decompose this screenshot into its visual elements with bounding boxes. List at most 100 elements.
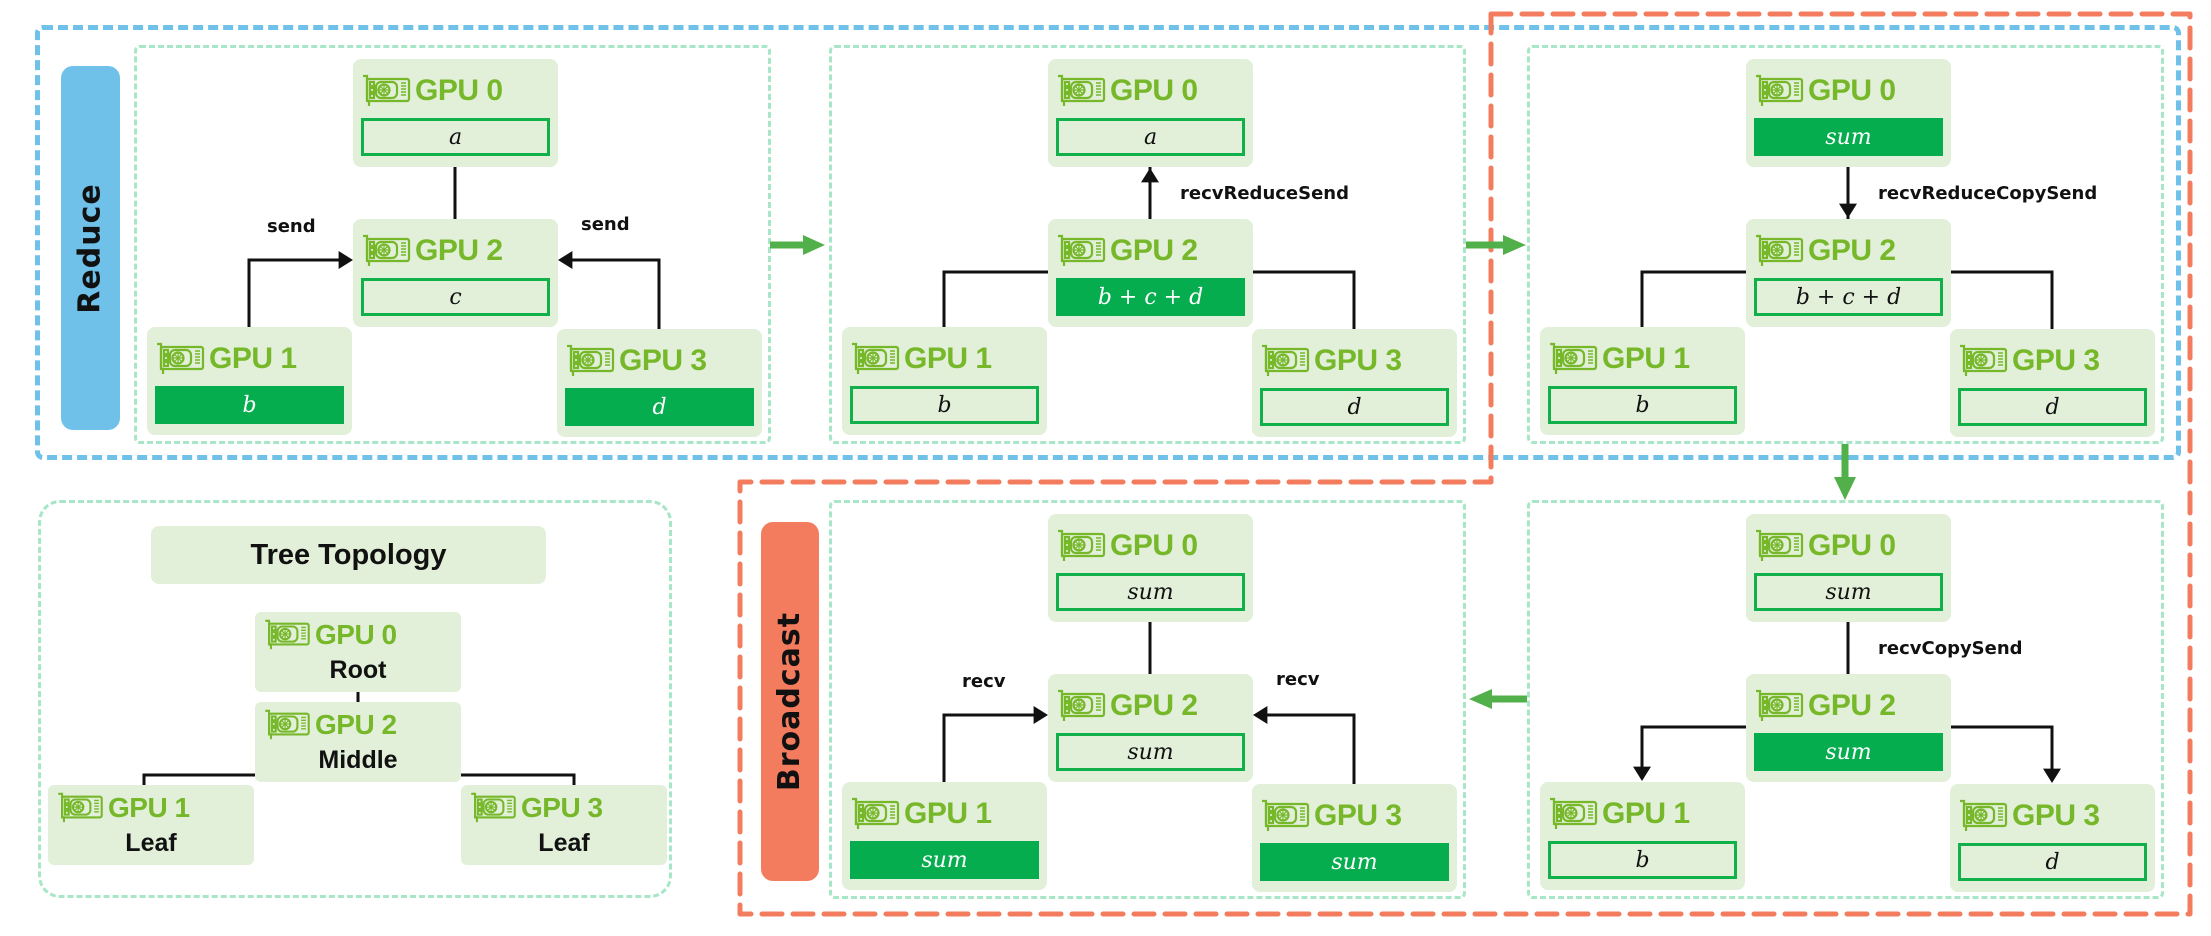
gpu-name: GPU 1 [1602,797,1690,830]
link-gpu3-gpu2 [1951,270,2054,329]
node-role: Root [329,656,387,684]
link-gpu1-gpu2 [942,270,1048,327]
buffer-value: b [155,386,344,424]
arrowhead [1839,203,1857,218]
gpu-header: GPU 0 [1056,71,1198,111]
buffer-value: sum [1056,733,1245,771]
gpu-node: GPU 2 c [353,219,558,327]
arrowhead [1141,168,1159,183]
gpu-header: GPU 1 [56,789,190,827]
gpu-name: GPU 1 [904,342,992,375]
buffer-value: d [565,388,754,426]
gpu-node: GPU 2 sum [1746,674,1951,782]
link-gpu3-gpu2 [1256,713,1356,784]
op-label-right: recv [1276,669,1320,690]
panel-reduce-step-3: GPU 0 sum GPU 2 b + c + d GPU 1 b GPU 3 … [1527,45,2164,444]
node-role: Leaf [125,829,177,857]
gpu-name: GPU 1 [1602,342,1690,375]
buffer-value: sum [850,841,1039,879]
gpu-node: GPU 1 b [1540,327,1745,435]
panel-links [1640,167,2054,329]
buffer-value: sum [1754,733,1943,771]
gpu-header: GPU 3 [1260,341,1402,381]
link-gpu1-gpu2 [247,258,350,327]
buffer-value: b [850,386,1039,424]
gpu-header: GPU 0 [1754,71,1896,111]
link-gpu1-gpu2 [1640,725,1746,779]
gpu-name: GPU 1 [108,792,190,823]
buffer-value: b + c + d [1754,278,1943,316]
gpu-name: GPU 2 [1808,234,1896,267]
gpu-name: GPU 3 [1314,344,1402,377]
gpu-card-icon [56,791,104,825]
gpu-header: GPU 0 [1754,526,1896,566]
panel-links [247,167,661,329]
gpu-header: GPU 2 [1754,686,1896,726]
op-label-left: send [267,216,316,237]
buffer-value: b + c + d [1056,278,1245,316]
gpu-node: GPU 0 a [1048,59,1253,167]
gpu-header: GPU 0 [361,71,503,111]
buffer-value: sum [1754,118,1943,156]
node-role: Middle [318,746,398,774]
gpu-node: GPU 2 b + c + d [1746,219,1951,327]
gpu-card-icon [469,791,517,825]
gpu-card-icon [263,618,311,652]
gpu-name: GPU 2 [315,709,397,740]
gpu-node: GPU 0 sum [1746,514,1951,622]
gpu-name: GPU 0 [1110,74,1198,107]
gpu-name: GPU 1 [904,797,992,830]
buffer-value: c [361,278,550,316]
gpu-node: GPU 1 b [842,327,1047,435]
reduce-phase-frame [35,25,2181,460]
tree-topology-title: Tree Topology [151,526,546,584]
gpu-header: GPU 3 [1958,796,2100,836]
flow-arrow-right-2 [1466,235,1526,255]
panel-broadcast-step-1: undefined GPU 0 sum GPU 2 sum GPU 1 b GP… [1527,500,2164,899]
gpu-name: GPU 3 [2012,799,2100,832]
op-label-down: recvReduceCopySend [1878,183,2098,204]
panel-links [942,167,1356,329]
buffer-value: d [1958,843,2147,881]
op-label-left: recv [962,671,1006,692]
gpu-name: GPU 0 [1808,529,1896,562]
gpu-header: GPU 0 [1056,526,1198,566]
gpu-name: GPU 3 [1314,799,1402,832]
gpu-node: GPU 3 d [1950,329,2155,437]
gpu-header: GPU 2 [1056,231,1198,271]
gpu-header: GPU 3 [565,341,707,381]
arrowhead [338,251,353,269]
gpu-name: GPU 2 [1110,234,1198,267]
buffer-value: b [1548,841,1737,879]
tree-node: GPU 3 Leaf [461,785,667,865]
buffer-value: a [1056,118,1245,156]
panel-links: undefined [1633,622,2061,783]
arrowhead [2043,768,2061,783]
link-gpu1-gpu2 [942,713,1045,782]
panel-broadcast-step-2: GPU 0 sum GPU 2 sum GPU 1 sum GPU 3 sum … [829,500,1466,899]
gpu-name: GPU 0 [1808,74,1896,107]
gpu-node: GPU 2 b + c + d [1048,219,1253,327]
link-gpu3-gpu2 [1253,270,1356,329]
buffer-value: sum [1056,573,1245,611]
gpu-name: GPU 2 [1110,689,1198,722]
gpu-header: GPU 3 [1260,796,1402,836]
gpu-header: GPU 0 [263,616,397,654]
arrowhead [1253,706,1268,724]
gpu-node: GPU 3 d [1252,329,1457,437]
gpu-name: GPU 2 [1808,689,1896,722]
node-role: Leaf [538,829,590,857]
gpu-node: GPU 0 sum [1746,59,1951,167]
buffer-value: d [1260,388,1449,426]
op-label-right: send [581,214,630,235]
gpu-header: GPU 1 [155,339,297,379]
buffer-value: sum [1260,843,1449,881]
panel-links [942,622,1356,784]
gpu-node: GPU 1 sum [842,782,1047,890]
arrowhead [558,251,573,269]
link-gpu3-gpu2 [561,258,661,329]
gpu-name: GPU 3 [2012,344,2100,377]
flow-arrow-down [1834,444,1856,500]
gpu-header: GPU 2 [1754,231,1896,271]
